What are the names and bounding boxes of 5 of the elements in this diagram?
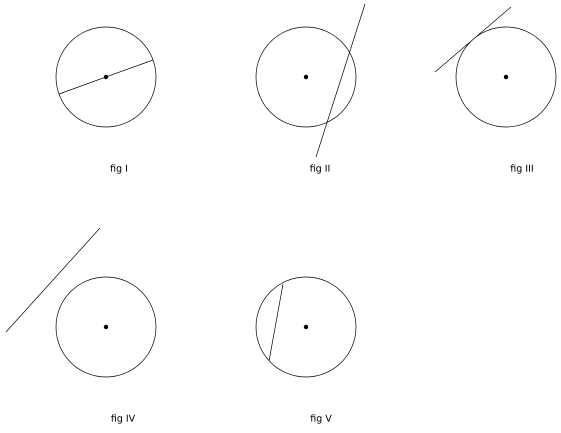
figure-label: fig I xyxy=(110,164,127,174)
figure-label: fig IV xyxy=(111,414,136,424)
figure-label: fig V xyxy=(310,414,332,424)
figure-label: fig II xyxy=(310,164,330,174)
figure-label: fig III xyxy=(510,164,533,174)
